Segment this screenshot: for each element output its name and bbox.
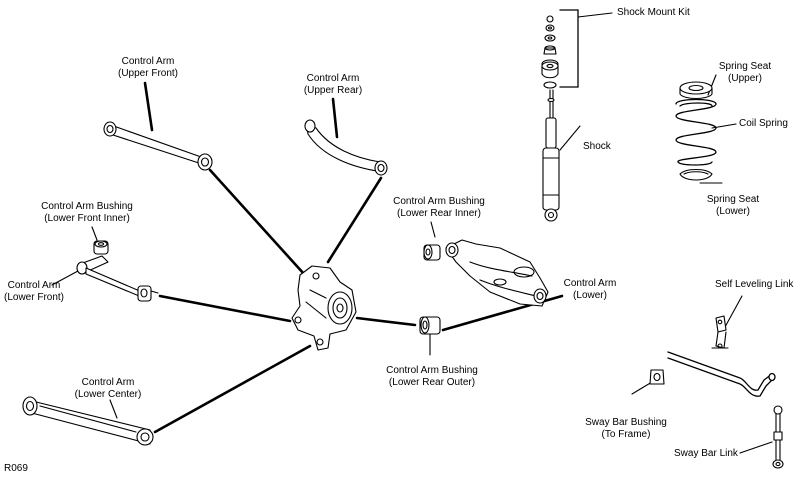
bushing-lower-front-inner-part xyxy=(93,240,109,255)
label-line: (Upper) xyxy=(728,72,762,84)
knuckle-part xyxy=(291,265,357,351)
label-line: (Lower) xyxy=(573,289,607,301)
control-arm-upper-front-part xyxy=(103,121,213,171)
shock-part xyxy=(542,89,560,222)
label-line: (To Frame) xyxy=(601,428,651,440)
label-shock: Shock xyxy=(583,141,611,153)
label-control-arm-upper-rear: Control Arm (Upper Rear) xyxy=(293,73,373,96)
sway-bar-link-part xyxy=(772,405,784,469)
label-spring-seat-lower: Spring Seat (Lower) xyxy=(698,194,768,217)
label-line: Control Arm xyxy=(121,56,175,67)
shock-mount-bracket xyxy=(559,9,579,88)
label-control-arm-upper-front: Control Arm (Upper Front) xyxy=(108,56,188,79)
label-line: Sway Bar Link xyxy=(674,448,738,459)
label-line: (Upper Rear) xyxy=(303,84,363,96)
bushing-lower-rear-outer-part xyxy=(419,316,441,335)
label-line: Spring Seat xyxy=(718,61,772,72)
label-sway-bar-link: Sway Bar Link xyxy=(674,448,738,460)
label-line: (Upper Front) xyxy=(117,67,178,79)
spring-seat-lower-part xyxy=(679,168,713,181)
label-coil-spring: Coil Spring xyxy=(739,118,788,130)
label-line: Control Arm xyxy=(306,73,360,84)
label-control-arm-lower-center: Control Arm (Lower Center) xyxy=(68,377,148,400)
thin-leaders xyxy=(51,12,773,454)
label-line: Shock Mount Kit xyxy=(617,7,690,18)
label-line: (Lower Front) xyxy=(3,291,64,303)
label-line: Sway Bar Bushing xyxy=(585,417,667,428)
label-line: Control Arm xyxy=(7,280,61,291)
label-line: Control Arm Bushing xyxy=(393,196,485,207)
label-line: Spring Seat xyxy=(706,194,760,205)
label-line: Control Arm xyxy=(81,377,135,388)
label-sway-bar-bushing: Sway Bar Bushing (To Frame) xyxy=(576,417,676,440)
label-control-arm-lower: Control Arm (Lower) xyxy=(555,278,625,301)
label-line: (Lower Rear Outer) xyxy=(388,376,476,388)
figure-id: R069 xyxy=(4,463,28,474)
label-bushing-lower-rear-inner: Control Arm Bushing (Lower Rear Inner) xyxy=(379,196,499,219)
bushing-lower-rear-inner-part xyxy=(423,244,441,261)
label-line: (Lower Front Inner) xyxy=(44,212,130,224)
shock-mount-kit-part xyxy=(541,15,559,89)
label-shock-mount-kit: Shock Mount Kit xyxy=(617,7,690,19)
label-line: Control Arm Bushing xyxy=(386,365,478,376)
label-self-leveling-link: Self Leveling Link xyxy=(715,279,793,291)
control-arm-lower-front-part xyxy=(76,255,159,302)
label-control-arm-lower-front: Control Arm (Lower Front) xyxy=(0,280,68,303)
label-bushing-lower-front-inner: Control Arm Bushing (Lower Front Inner) xyxy=(22,201,152,224)
label-bushing-lower-rear-outer: Control Arm Bushing (Lower Rear Outer) xyxy=(372,365,492,388)
coil-spring-part xyxy=(675,98,717,166)
sway-bar-part xyxy=(667,351,776,397)
control-arm-upper-rear-part xyxy=(304,119,388,176)
control-arm-lower-part xyxy=(445,239,549,307)
label-line: Control Arm Bushing xyxy=(41,201,133,212)
control-arm-lower-center-part xyxy=(22,396,154,446)
label-line: Coil Spring xyxy=(739,118,788,129)
spring-seat-upper-part xyxy=(679,81,713,100)
label-line: Shock xyxy=(583,141,611,152)
label-line: (Lower Center) xyxy=(74,388,142,400)
label-line: Self Leveling Link xyxy=(715,279,794,290)
label-line: (Lower Rear Inner) xyxy=(397,207,481,219)
leader-lines xyxy=(143,81,564,434)
label-line: (Lower) xyxy=(716,205,750,217)
self-leveling-link-part xyxy=(711,315,729,349)
label-spring-seat-upper: Spring Seat (Upper) xyxy=(710,61,780,84)
label-line: Control Arm xyxy=(563,278,617,289)
sway-bar-bushing-part xyxy=(649,369,665,385)
